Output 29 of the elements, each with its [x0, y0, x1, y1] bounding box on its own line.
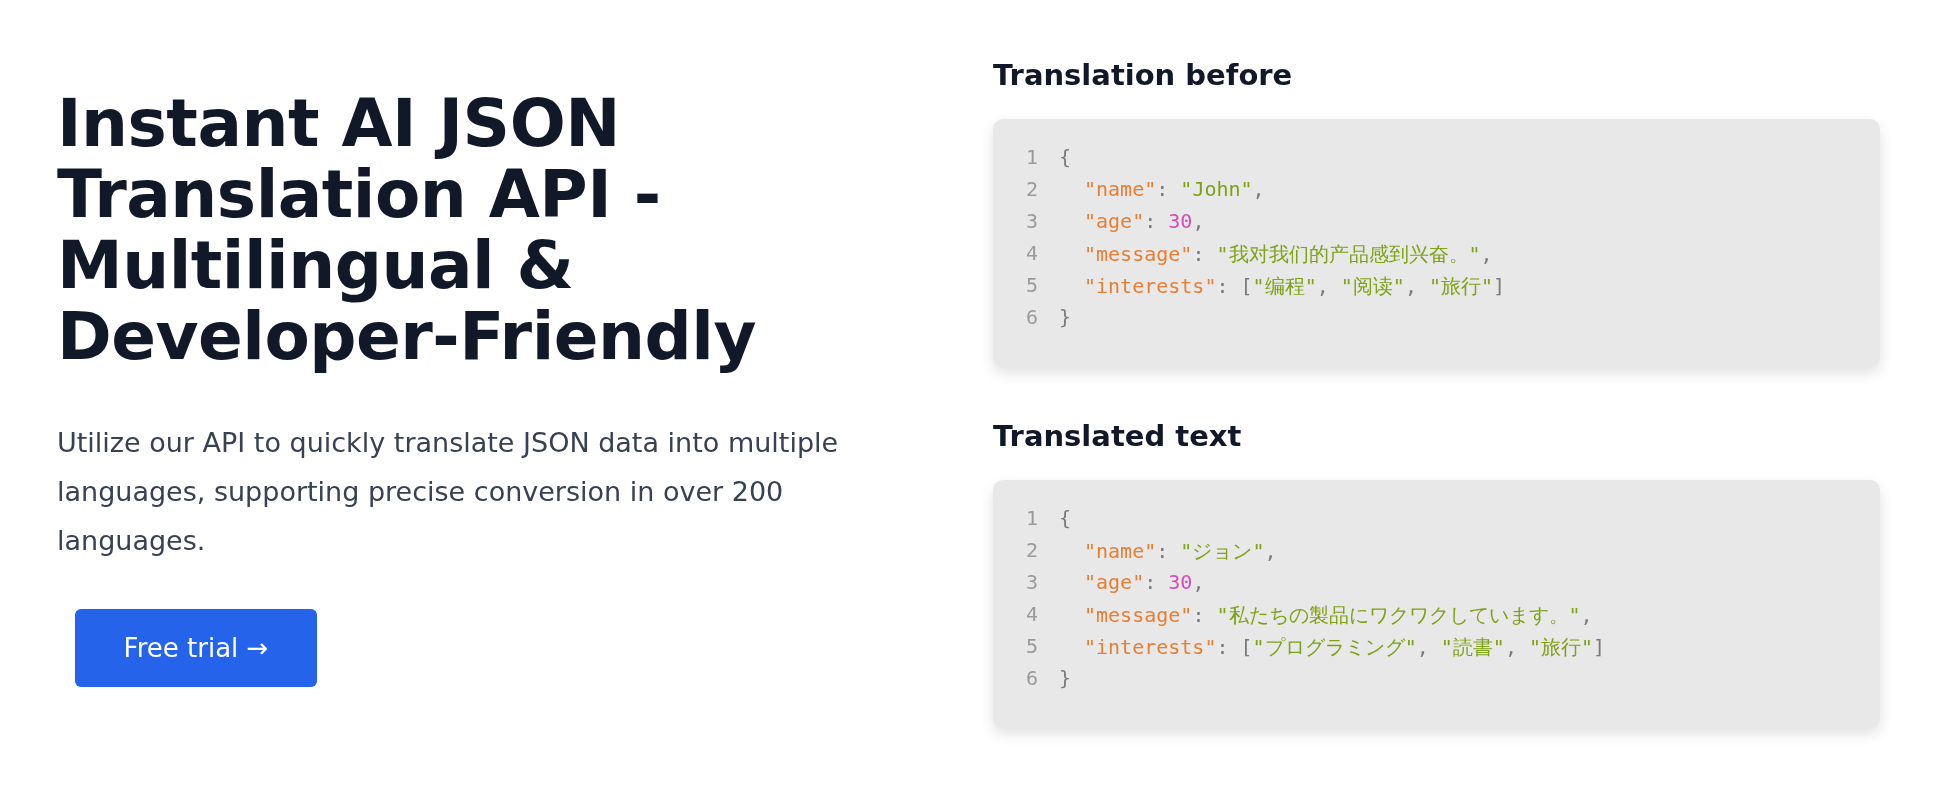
code-line: "interests": ["プログラミング", "読書", "旅行"]	[1084, 634, 1606, 661]
line-number: 3	[1026, 570, 1039, 594]
code-line: "age": 30,	[1084, 570, 1205, 594]
line-number: 4	[1026, 602, 1039, 626]
line-number: 5	[1026, 634, 1039, 658]
section-heading: Translated text	[993, 418, 1242, 455]
code-line: "age": 30,	[1084, 209, 1205, 233]
line-number: 6	[1026, 305, 1039, 329]
line-number: 2	[1026, 177, 1039, 201]
code-line: }	[1059, 666, 1072, 690]
code-line: {	[1059, 145, 1072, 169]
code-line: }	[1059, 305, 1072, 329]
code-line: "name": "ジョン",	[1084, 538, 1277, 565]
code-line: "name": "John",	[1084, 177, 1265, 201]
description-text: Utilize our API to quickly translate JSON data into multiple languages, supporting precise conversion in over 200 languages.	[57, 426, 840, 558]
line-number: 1	[1026, 506, 1039, 530]
line-number: 4	[1026, 241, 1039, 265]
code-line: {	[1059, 506, 1072, 530]
code-line: "message": "我对我们的产品感到兴奋。",	[1084, 241, 1493, 268]
code-line: "message": "私たちの製品にワクワクしています。",	[1084, 602, 1593, 629]
line-number: 2	[1026, 538, 1039, 562]
trial-button: Free trial →	[75, 609, 317, 687]
code-line: "interests": ["编程", "阅读", "旅行"]	[1084, 273, 1506, 300]
line-number: 3	[1026, 209, 1039, 233]
line-number: 5	[1026, 273, 1039, 297]
line-number: 1	[1026, 145, 1039, 169]
line-number: 6	[1026, 666, 1039, 690]
section-heading: Translation before	[993, 57, 1293, 94]
headline: Instant AI JSON Translation API - Multilingual & Developer-Friendly	[57, 88, 757, 372]
